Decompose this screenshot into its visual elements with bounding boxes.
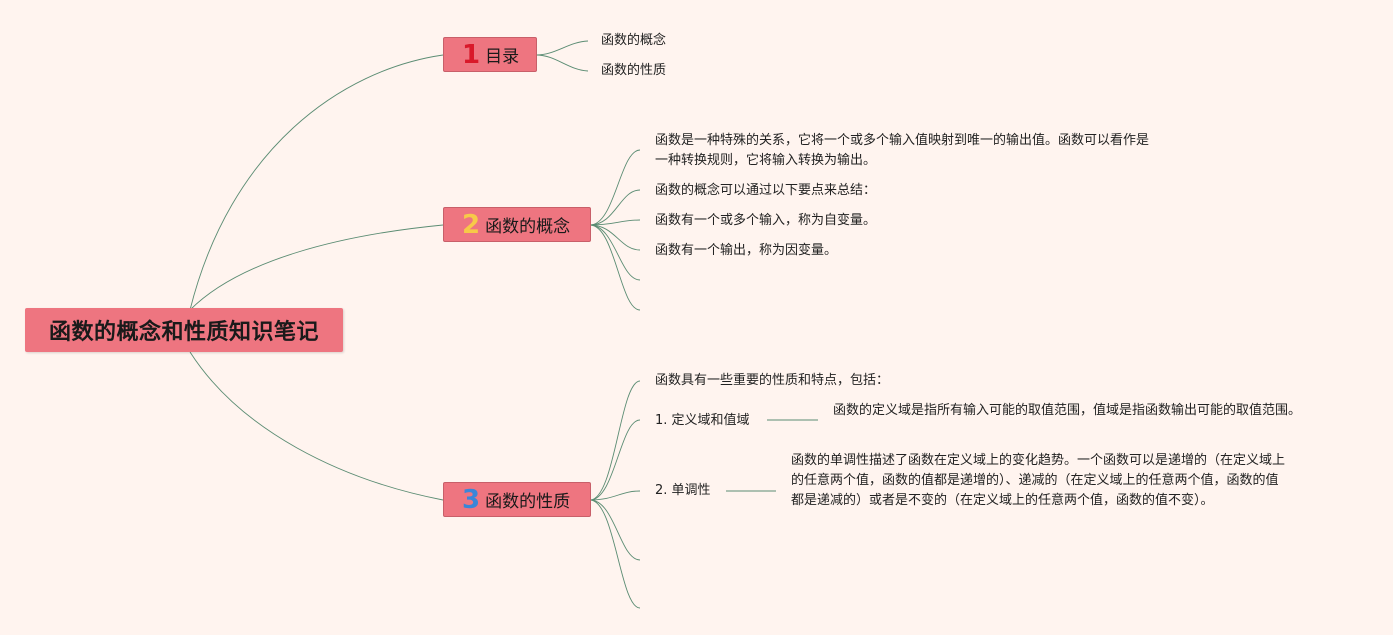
leaf-concept-definition[interactable]: 函数是一种特殊的关系，它将一个或多个输入值映射到唯一的输出值。函数可以看作是一种… bbox=[655, 133, 1150, 168]
branch-node-toc[interactable]: 1 目录 bbox=[443, 37, 537, 72]
leaf-toc-property[interactable]: 函数的性质 bbox=[601, 63, 667, 78]
branch-node-concept[interactable]: 2 函数的概念 bbox=[443, 207, 591, 242]
branch-label: 函数的性质 bbox=[485, 492, 571, 512]
number-badge-2: 2 bbox=[462, 209, 481, 240]
detail-domain-range[interactable]: 函数的定义域是指所有输入可能的取值范围，值域是指函数输出可能的取值范围。 bbox=[833, 403, 1302, 418]
root-title: 函数的概念和性质知识笔记 bbox=[48, 320, 319, 345]
leaf-toc-concept[interactable]: 函数的概念 bbox=[601, 33, 667, 48]
number-badge-1: 1 bbox=[462, 39, 481, 70]
branch-label: 函数的概念 bbox=[485, 217, 571, 237]
leaf-property-domain[interactable]: 1. 定义域和值域 bbox=[655, 413, 750, 428]
leaf-concept-input[interactable]: 函数有一个或多个输入，称为自变量。 bbox=[655, 213, 877, 228]
detail-monotonicity[interactable]: 函数的单调性描述了函数在定义域上的变化趋势。一个函数可以是递增的（在定义域上的任… bbox=[791, 453, 1286, 508]
root-node[interactable]: 函数的概念和性质知识笔记 bbox=[25, 308, 343, 352]
leaf-concept-summary[interactable]: 函数的概念可以通过以下要点来总结： bbox=[655, 183, 877, 198]
leaf-concept-output[interactable]: 函数有一个输出，称为因变量。 bbox=[655, 243, 838, 258]
number-badge-3: 3 bbox=[462, 484, 481, 515]
branch-label: 目录 bbox=[485, 47, 520, 67]
leaf-property-monotonic[interactable]: 2. 单调性 bbox=[655, 483, 711, 498]
branch-node-property[interactable]: 3 函数的性质 bbox=[443, 482, 591, 517]
leaf-property-intro[interactable]: 函数具有一些重要的性质和特点，包括： bbox=[655, 373, 890, 388]
